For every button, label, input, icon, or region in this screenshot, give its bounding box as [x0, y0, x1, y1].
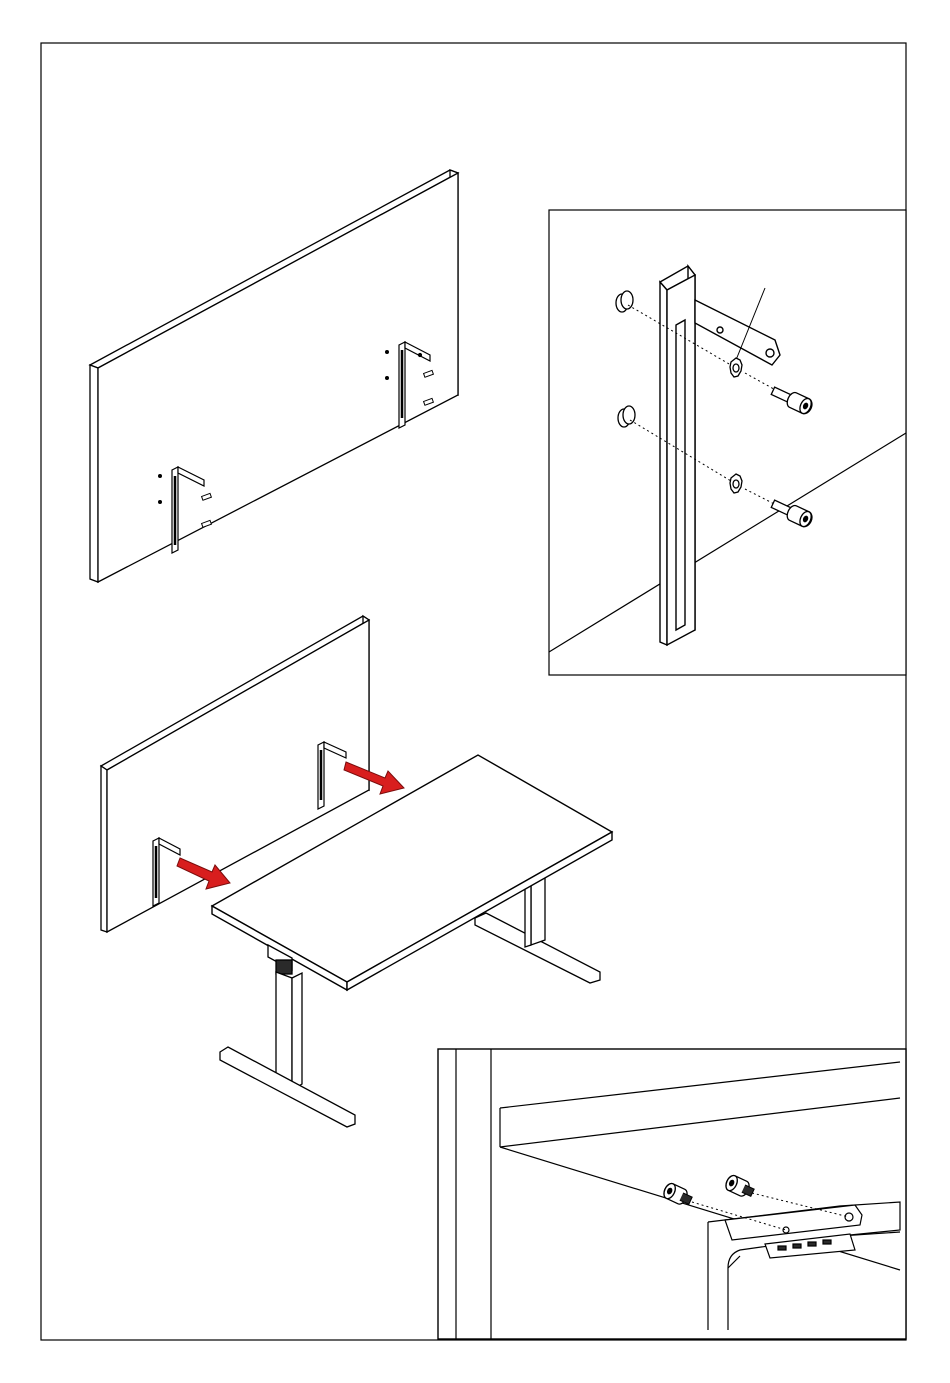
detail-inset-frame [549, 210, 906, 675]
bolt-hole [385, 376, 389, 380]
bolt-hole [385, 350, 389, 354]
step-mount-brackets [90, 170, 458, 582]
bolt-hole [158, 500, 162, 504]
step-detail-bracket-screws [549, 210, 906, 675]
step-detail-underside-fixing [438, 1049, 906, 1339]
bolt-hole [158, 474, 162, 478]
